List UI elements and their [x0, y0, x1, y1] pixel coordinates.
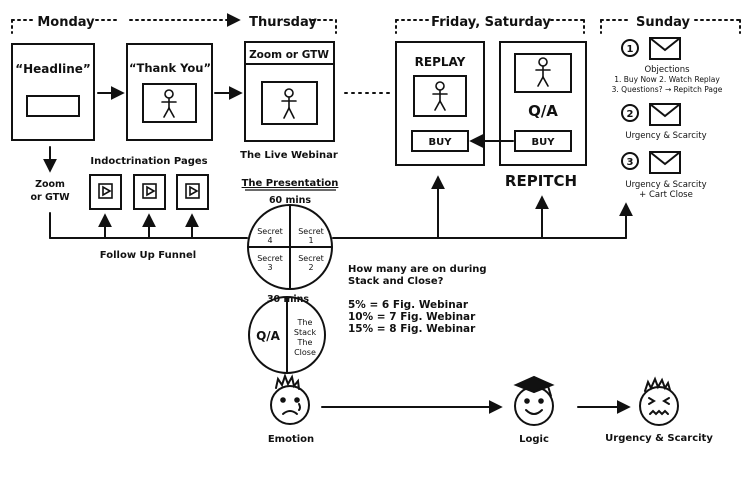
thursday-bracket: [311, 19, 337, 34]
header-sunday: Sunday: [636, 15, 691, 30]
stack-line-2: Stack: [294, 328, 317, 337]
cart-close-label: + Cart Close: [639, 190, 693, 200]
emotion-label: Emotion: [268, 434, 314, 445]
sad-face-icon: [270, 373, 310, 425]
stressed-face-icon: [639, 376, 679, 426]
replay-buy-label: BUY: [429, 137, 453, 148]
objections-line-b: 3. Questions? → Repitch Page: [612, 85, 723, 94]
stat-line-1: 5% = 6 Fig. Webinar: [348, 299, 469, 311]
replay-page: [395, 41, 485, 166]
thirty-mins-label: 30 mins: [267, 294, 309, 305]
header-fri-sat: Friday, Saturday: [431, 15, 551, 30]
qa-half-label: Q/A: [256, 329, 281, 343]
gtw-label: or GTW: [30, 192, 70, 203]
stick-figure-icon: [432, 81, 448, 111]
monday-bracket: [11, 19, 119, 34]
secret3-b: 3: [267, 263, 272, 272]
webinar-video: [261, 81, 318, 125]
header-monday: Monday: [37, 15, 95, 30]
urgency-label-2: Urgency & Scarcity: [625, 180, 706, 190]
secret1-a: Secret: [298, 227, 324, 236]
step-three-number: 3: [627, 157, 634, 168]
stat-line-2: 10% = 7 Fig. Webinar: [348, 311, 476, 323]
repitch-page: [499, 41, 587, 166]
header-thursday: Thursday: [249, 15, 317, 30]
play-icon: [189, 185, 199, 197]
indoctrination-page-2: [133, 174, 166, 210]
envelope-icon: [649, 151, 681, 174]
headline-optin-box: [26, 95, 80, 117]
replay-video: [413, 75, 467, 117]
secret1-b: 1: [308, 236, 313, 245]
sixty-mins-label: 60 mins: [269, 195, 311, 206]
presentation-title: The Presentation: [242, 178, 339, 189]
question-line-2: Stack and Close?: [348, 276, 444, 287]
stick-figure-icon: [281, 88, 297, 119]
stat-line-3: 15% = 8 Fig. Webinar: [348, 323, 476, 335]
zoom-label: Zoom: [35, 179, 65, 190]
repitch-label: REPITCH: [505, 172, 577, 190]
sunday-bracket: [600, 19, 741, 34]
thankyou-page: [126, 43, 213, 141]
repitch-buy-button: [514, 130, 572, 152]
step-one-number: 1: [627, 44, 634, 55]
stack-line-3: The: [297, 338, 313, 347]
thankyou-label: “Thank You”: [129, 61, 211, 75]
stack-line-1: The: [297, 318, 313, 327]
zoom-gtw-header: Zoom or GTW: [249, 49, 329, 61]
envelope-icon: [649, 103, 681, 126]
stick-figure-icon: [161, 89, 177, 118]
repitch-qa-label: Q/A: [528, 102, 558, 120]
replay-title: REPLAY: [415, 55, 466, 69]
secret3-a: Secret: [257, 254, 283, 263]
objections-line-a: 1. Buy Now 2. Watch Replay: [614, 75, 720, 84]
repitch-buy-label: BUY: [532, 137, 556, 148]
indoctrination-page-3: [176, 174, 209, 210]
fri-sat-bracket: [395, 19, 585, 34]
secret2-b: 2: [308, 263, 313, 272]
replay-buy-button: [411, 130, 469, 152]
stick-figure-icon: [535, 57, 551, 87]
thankyou-video: [142, 83, 197, 123]
graduate-face-icon: [513, 375, 555, 426]
objections-label: Objections: [644, 65, 690, 75]
play-icon: [146, 185, 156, 197]
envelope-icon: [649, 37, 681, 60]
step-three-badge: [621, 152, 639, 170]
play-icon: [102, 185, 112, 197]
urgency-label-1: Urgency & Scarcity: [625, 131, 706, 141]
secret2-a: Secret: [298, 254, 324, 263]
indoctrination-page-1: [89, 174, 122, 210]
stack-line-4: Close: [294, 348, 316, 357]
secret4-b: 4: [267, 236, 272, 245]
headline-label: “Headline”: [15, 62, 91, 76]
secret4-a: Secret: [257, 227, 283, 236]
live-webinar-caption: The Live Webinar: [240, 150, 338, 161]
step-two-badge: [621, 104, 639, 122]
urgency-face-label: Urgency & Scarcity: [605, 433, 713, 444]
headline-page: [11, 43, 95, 141]
webinar-page: [244, 41, 335, 142]
question-line-1: How many are on during: [348, 264, 487, 275]
indoctrination-title: Indoctrination Pages: [90, 156, 207, 167]
logic-label: Logic: [519, 434, 549, 445]
repitch-video: [514, 53, 572, 93]
follow-up-label: Follow Up Funnel: [100, 250, 196, 261]
step-one-badge: [621, 39, 639, 57]
step-two-number: 2: [627, 109, 634, 120]
